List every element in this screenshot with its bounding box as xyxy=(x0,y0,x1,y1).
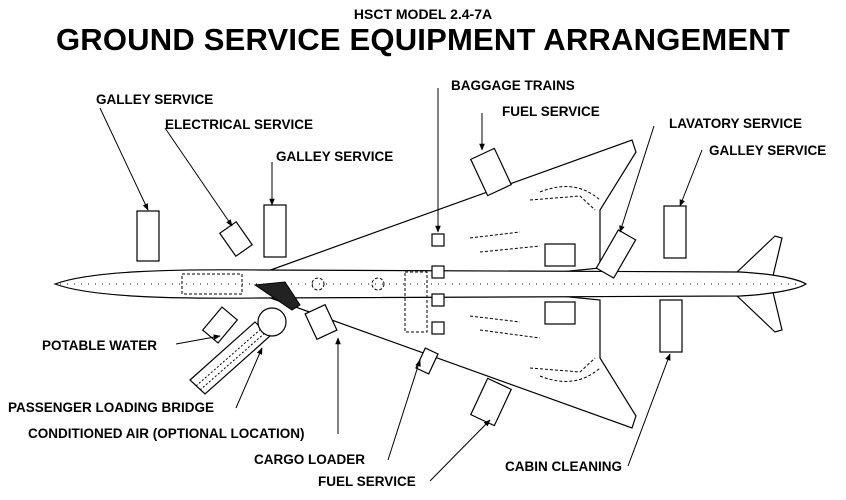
engine-nacelle-lower xyxy=(544,301,576,325)
galley-truck-1 xyxy=(136,210,160,262)
engine-nacelle-upper xyxy=(544,243,576,267)
fuel-truck-bottom xyxy=(469,377,513,427)
bridge-rotunda xyxy=(257,307,287,337)
fuselage xyxy=(53,269,808,299)
label-potable-water: POTABLE WATER xyxy=(42,338,157,353)
baggage-cart-1 xyxy=(431,233,445,247)
label-passenger-loading-bridge: PASSENGER LOADING BRIDGE xyxy=(8,400,215,415)
conditioned-air-truck xyxy=(304,303,338,341)
leader-lines xyxy=(99,88,703,482)
galley-truck-3 xyxy=(663,205,687,259)
cabin-cleaning-truck xyxy=(659,299,683,353)
label-fuel-service-top: FUEL SERVICE xyxy=(502,104,600,119)
lavatory-service-truck xyxy=(595,229,637,279)
label-baggage-trains: BAGGAGE TRAINS xyxy=(451,78,575,93)
label-lavatory-service: LAVATORY SERVICE xyxy=(669,116,803,131)
label-fuel-service-bottom: FUEL SERVICE xyxy=(318,474,416,489)
diagram-title: GROUND SERVICE EQUIPMENT ARRANGEMENT xyxy=(55,22,791,57)
galley-truck-2 xyxy=(263,204,287,258)
electrical-service-truck xyxy=(218,220,254,258)
diagram-subtitle: HSCT MODEL 2.4-7A xyxy=(353,6,493,22)
fuel-truck-top xyxy=(469,147,513,197)
label-electrical-service: ELECTRICAL SERVICE xyxy=(165,117,314,132)
cargo-loader xyxy=(415,347,439,375)
label-galley-service-left: GALLEY SERVICE xyxy=(96,92,214,107)
label-cabin-cleaning: CABIN CLEANING xyxy=(505,459,622,474)
potable-water-truck xyxy=(201,306,239,344)
label-conditioned-air: CONDITIONED AIR (OPTIONAL LOCATION) xyxy=(28,426,305,441)
cargo-hold-outline xyxy=(404,271,428,333)
boarding-door xyxy=(253,281,301,311)
label-galley-service-center: GALLEY SERVICE xyxy=(276,149,394,164)
label-galley-service-right: GALLEY SERVICE xyxy=(709,143,827,158)
baggage-cart-4 xyxy=(431,321,445,335)
label-cargo-loader: CARGO LOADER xyxy=(254,452,365,467)
baggage-cart-2 xyxy=(431,265,445,279)
baggage-cart-3 xyxy=(431,293,445,307)
cockpit-galley-outline xyxy=(181,273,243,295)
